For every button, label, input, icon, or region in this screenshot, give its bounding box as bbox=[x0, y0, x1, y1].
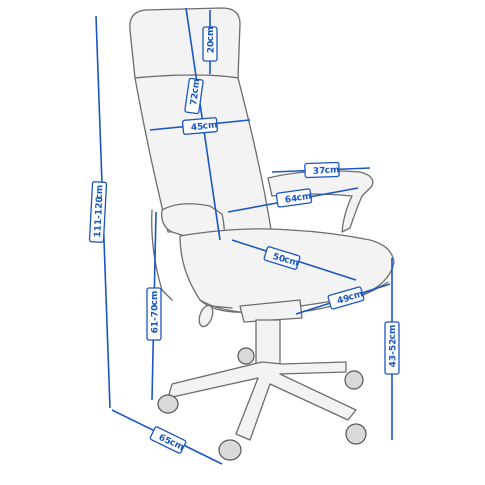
backrest-frame bbox=[151, 209, 173, 301]
seat bbox=[179, 228, 395, 313]
tag-backrest-height: 72 cm bbox=[184, 77, 204, 115]
tag-armrest-length: 37 cm bbox=[304, 161, 340, 179]
caster-wheel bbox=[237, 347, 255, 365]
unit-label: cm bbox=[296, 192, 312, 204]
caster-wheel bbox=[157, 394, 179, 414]
unit-label: cm bbox=[206, 27, 216, 42]
unit-label: cm bbox=[95, 184, 106, 199]
armrest-span-value: 64 bbox=[284, 194, 298, 206]
tag-total-height: 111-120 cm bbox=[88, 181, 108, 243]
armrest-height-value: 61-70 bbox=[151, 305, 161, 334]
base-depth-value: 65 bbox=[157, 433, 173, 447]
unit-label: cm bbox=[347, 289, 364, 303]
tag-headrest-height: 20 cm bbox=[202, 26, 218, 62]
unit-label: cm bbox=[150, 291, 160, 306]
caster-wheel bbox=[218, 439, 242, 461]
caster-wheel bbox=[345, 423, 367, 445]
unit-label: cm bbox=[190, 78, 202, 94]
backrest-width-value: 45 bbox=[190, 122, 203, 133]
unit-label: cm bbox=[324, 165, 339, 176]
tag-seat-width: 49 cm bbox=[327, 286, 365, 310]
caster-wheel bbox=[344, 370, 364, 390]
unit-label: cm bbox=[283, 255, 300, 269]
height-lever bbox=[211, 305, 233, 309]
unit-label: cm bbox=[388, 325, 398, 340]
tag-seat-height: 43-52 cm bbox=[384, 321, 400, 375]
right-armrest bbox=[267, 170, 374, 233]
seat-mechanism bbox=[239, 299, 303, 323]
headrest-height-value: 20 bbox=[207, 41, 217, 54]
tag-backrest-width: 45 cm bbox=[181, 117, 219, 135]
lever-knob bbox=[198, 304, 214, 328]
total-height-value: 111-120 bbox=[93, 196, 105, 238]
seat-width-value: 49 bbox=[336, 294, 351, 307]
armrest-length-value: 37 bbox=[313, 166, 326, 176]
seat-depth-value: 50 bbox=[271, 252, 286, 265]
base-star bbox=[167, 361, 357, 441]
tag-armrest-span: 64 cm bbox=[275, 188, 313, 208]
chair-illustration bbox=[129, 7, 395, 461]
casters bbox=[157, 347, 367, 461]
tag-base-depth: 65 cm bbox=[149, 426, 187, 454]
headrest bbox=[129, 7, 241, 79]
backrest-height-value: 72 bbox=[189, 92, 201, 106]
unit-label: cm bbox=[202, 121, 218, 132]
gas-cylinder bbox=[255, 319, 281, 367]
tag-armrest-height: 61-70 cm bbox=[146, 287, 162, 341]
tag-seat-depth: 50 cm bbox=[263, 246, 301, 270]
dimension-tags: 20 cm 72 cm 45 cm 37 cm 64 cm 50 cm bbox=[88, 26, 400, 454]
seat-height-value: 43-52 bbox=[389, 339, 399, 368]
